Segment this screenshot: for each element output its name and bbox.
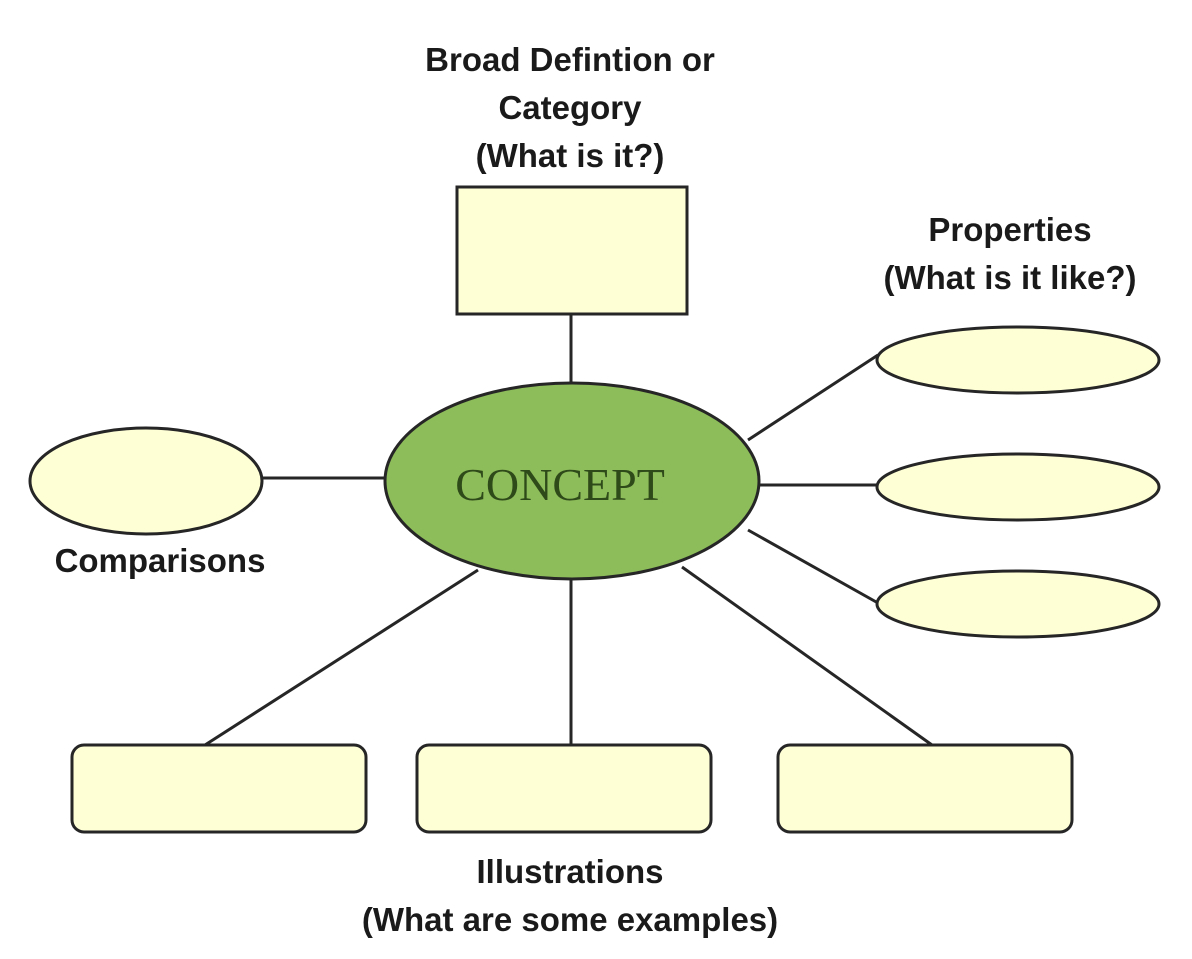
definition-heading-line-1: Broad Defintion or xyxy=(425,41,715,78)
illustrations-heading-line-2: (What are some examples) xyxy=(361,901,779,938)
definition-heading-line-2: Category xyxy=(498,89,642,126)
property-oval-3 xyxy=(875,569,1161,639)
concept-label: CONCEPT xyxy=(455,459,665,510)
illustrations-heading-line-1: Illustrations xyxy=(476,853,664,890)
connector-illustration-1 xyxy=(204,568,479,747)
illustration-box-3 xyxy=(776,743,1074,834)
property-oval-1 xyxy=(875,325,1161,395)
comparisons-heading-text: Comparisons xyxy=(54,542,266,579)
illustration-box-2 xyxy=(415,743,713,834)
properties-heading-line-2: (What is it like?) xyxy=(883,259,1137,296)
comparison-oval xyxy=(28,426,264,536)
properties-heading-line-1: Properties xyxy=(928,211,1092,248)
property-oval-2 xyxy=(875,452,1161,522)
properties-heading: Properties (What is it like?) xyxy=(860,206,1160,302)
illustration-box-1 xyxy=(70,743,368,834)
connector-property-1 xyxy=(747,353,879,442)
concept-ellipse xyxy=(383,381,761,581)
definition-box xyxy=(455,185,689,316)
comparisons-heading: Comparisons xyxy=(20,537,300,585)
illustrations-heading: Illustrations (What are some examples) xyxy=(290,848,850,944)
connector-property-3 xyxy=(747,528,879,605)
connector-illustration-3 xyxy=(681,565,933,747)
definition-heading-line-3: (What is it?) xyxy=(475,137,665,174)
definition-heading: Broad Defintion or Category (What is it?… xyxy=(370,36,770,180)
